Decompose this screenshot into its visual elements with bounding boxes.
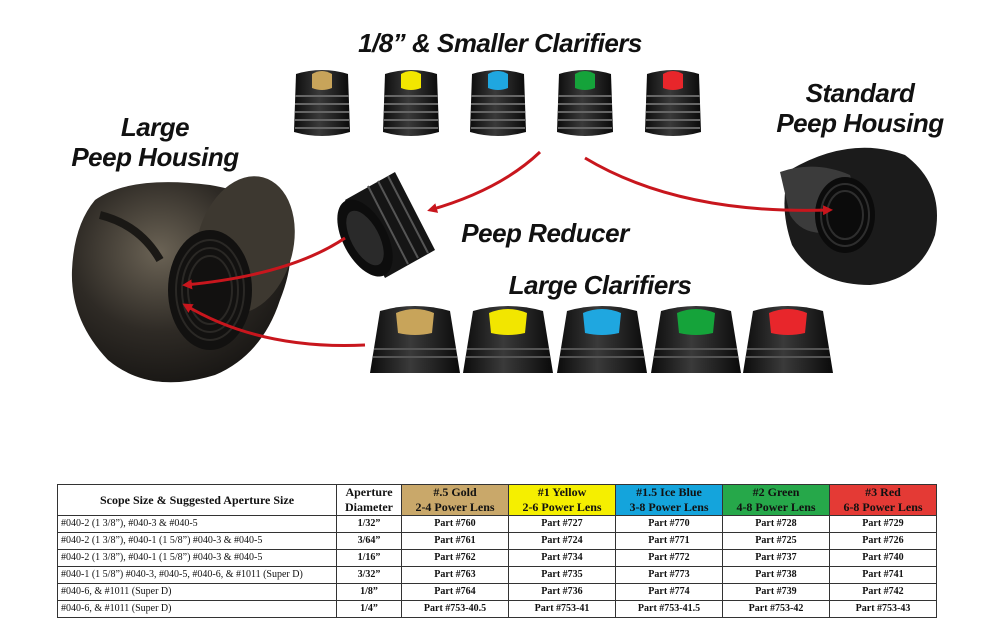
scope-size-cell: #040-6, & #1011 (Super D) bbox=[57, 600, 337, 618]
part-cell: Part #737 bbox=[722, 549, 830, 567]
standard-peep-title-line2: Peep Housing bbox=[776, 108, 944, 138]
scope-size-cell: #040-1 (1 5/8”) #040-3, #040-5, #040-6, … bbox=[57, 566, 337, 584]
part-cell: Part #761 bbox=[401, 532, 509, 550]
table-row: #040-2 (1 3/8”), #040-1 (1 5/8”) #040-3 … bbox=[57, 532, 937, 550]
part-cell: Part #771 bbox=[615, 532, 723, 550]
lens-header-blue-power: 3-8 Power Lens bbox=[629, 500, 709, 514]
table-header-row: Scope Size & Suggested Aperture Size Ape… bbox=[57, 484, 937, 516]
large-peep-title-line1: Large bbox=[120, 112, 190, 142]
part-cell: Part #753-41.5 bbox=[615, 600, 723, 618]
scope-size-cell: #040-2 (1 3/8”), #040-1 (1 5/8”) #040-3 … bbox=[57, 549, 337, 567]
table-row: #040-6, & #1011 (Super D) 1/4” Part #753… bbox=[57, 600, 937, 618]
aperture-header-line2: Diameter bbox=[345, 500, 393, 514]
part-cell: Part #726 bbox=[829, 532, 937, 550]
product-illustration bbox=[71, 70, 937, 383]
scope-size-header: Scope Size & Suggested Aperture Size bbox=[57, 484, 337, 516]
table-row: #040-1 (1 5/8”) #040-3, #040-5, #040-6, … bbox=[57, 566, 937, 584]
part-cell: Part #736 bbox=[508, 583, 616, 601]
part-cell: Part #735 bbox=[508, 566, 616, 584]
arrow-reducer-to-large-peep bbox=[182, 236, 346, 290]
part-cell: Part #753-41 bbox=[508, 600, 616, 618]
lens-header-red: #3 Red 6-8 Power Lens bbox=[829, 484, 937, 516]
lens-header-green-power: 4-8 Power Lens bbox=[736, 500, 816, 514]
small-clarifier-ice-blue bbox=[470, 70, 526, 136]
standard-peep-housing bbox=[780, 147, 937, 285]
small-clarifier-green bbox=[557, 70, 613, 136]
arrow-small-to-reducer bbox=[427, 150, 542, 213]
arrow-small-to-standard bbox=[584, 156, 833, 216]
part-cell: Part #739 bbox=[722, 583, 830, 601]
part-cell: Part #753-42 bbox=[722, 600, 830, 618]
scope-size-cell: #040-2 (1 3/8”), #040-1 (1 5/8”) #040-3 … bbox=[57, 532, 337, 550]
small-clarifiers-title: 1/8” & Smaller Clarifiers bbox=[358, 28, 642, 58]
standard-peep-title-line1: Standard bbox=[805, 78, 915, 108]
large-clarifier-red bbox=[743, 306, 833, 373]
lens-header-blue-name: #1.5 Ice Blue bbox=[636, 485, 702, 499]
part-cell: Part #738 bbox=[722, 566, 830, 584]
diameter-cell: 3/64” bbox=[336, 532, 402, 550]
part-cell: Part #760 bbox=[401, 515, 509, 533]
diameter-cell: 1/4” bbox=[336, 600, 402, 618]
lens-header-ice-blue: #1.5 Ice Blue 3-8 Power Lens bbox=[615, 484, 723, 516]
lens-header-gold-name: #.5 Gold bbox=[433, 485, 477, 499]
large-peep-housing-title: Large Peep Housing bbox=[40, 112, 270, 172]
standard-peep-housing-title: Standard Peep Housing bbox=[760, 78, 960, 138]
arrow-large-clarifier-to-large-peep bbox=[182, 303, 366, 347]
aperture-diameter-header: Aperture Diameter bbox=[336, 484, 402, 516]
part-cell: Part #774 bbox=[615, 583, 723, 601]
large-clarifier-yellow bbox=[463, 306, 553, 373]
table-row: #040-2 (1 3/8”), #040-1 (1 5/8”) #040-3 … bbox=[57, 549, 937, 567]
part-cell: Part #724 bbox=[508, 532, 616, 550]
peep-reducer-title: Peep Reducer bbox=[461, 218, 629, 248]
part-cell: Part #741 bbox=[829, 566, 937, 584]
table-row: #040-6, & #1011 (Super D) 1/8” Part #764… bbox=[57, 583, 937, 601]
lens-header-gold-power: 2-4 Power Lens bbox=[415, 500, 495, 514]
clarifier-part-table: Scope Size & Suggested Aperture Size Ape… bbox=[57, 484, 937, 618]
lens-header-red-power: 6-8 Power Lens bbox=[843, 500, 923, 514]
part-cell: Part #770 bbox=[615, 515, 723, 533]
scope-size-cell: #040-6, & #1011 (Super D) bbox=[57, 583, 337, 601]
scope-size-cell: #040-2 (1 3/8”), #040-3 & #040-5 bbox=[57, 515, 337, 533]
part-cell: Part #763 bbox=[401, 566, 509, 584]
small-clarifier-yellow bbox=[383, 70, 439, 136]
diameter-cell: 1/8” bbox=[336, 583, 402, 601]
large-clarifiers-title: Large Clarifiers bbox=[508, 270, 692, 300]
lens-header-green-name: #2 Green bbox=[752, 485, 800, 499]
part-cell: Part #728 bbox=[722, 515, 830, 533]
part-cell: Part #753-43 bbox=[829, 600, 937, 618]
large-clarifier-gold bbox=[370, 306, 460, 373]
lens-header-green: #2 Green 4-8 Power Lens bbox=[722, 484, 830, 516]
large-peep-housing bbox=[71, 176, 295, 383]
peep-reducer bbox=[337, 172, 435, 278]
part-cell: Part #753-40.5 bbox=[401, 600, 509, 618]
lens-header-red-name: #3 Red bbox=[865, 485, 901, 499]
large-peep-title-line2: Peep Housing bbox=[71, 142, 239, 172]
table-row: #040-2 (1 3/8”), #040-3 & #040-5 1/32” P… bbox=[57, 515, 937, 533]
lens-header-gold: #.5 Gold 2-4 Power Lens bbox=[401, 484, 509, 516]
part-cell: Part #742 bbox=[829, 583, 937, 601]
small-clarifier-gold bbox=[294, 70, 350, 136]
aperture-header-line1: Aperture bbox=[345, 485, 393, 499]
part-cell: Part #727 bbox=[508, 515, 616, 533]
part-cell: Part #725 bbox=[722, 532, 830, 550]
lens-header-yellow: #1 Yellow 2-6 Power Lens bbox=[508, 484, 616, 516]
small-clarifier-red bbox=[645, 70, 701, 136]
large-clarifier-ice-blue bbox=[557, 306, 647, 373]
part-cell: Part #740 bbox=[829, 549, 937, 567]
diameter-cell: 1/16” bbox=[336, 549, 402, 567]
lens-header-yellow-power: 2-6 Power Lens bbox=[522, 500, 602, 514]
lens-header-yellow-name: #1 Yellow bbox=[537, 485, 587, 499]
part-cell: Part #762 bbox=[401, 549, 509, 567]
part-cell: Part #764 bbox=[401, 583, 509, 601]
diameter-cell: 3/32” bbox=[336, 566, 402, 584]
part-cell: Part #772 bbox=[615, 549, 723, 567]
large-clarifier-green bbox=[651, 306, 741, 373]
part-cell: Part #734 bbox=[508, 549, 616, 567]
part-cell: Part #773 bbox=[615, 566, 723, 584]
diameter-cell: 1/32” bbox=[336, 515, 402, 533]
part-cell: Part #729 bbox=[829, 515, 937, 533]
